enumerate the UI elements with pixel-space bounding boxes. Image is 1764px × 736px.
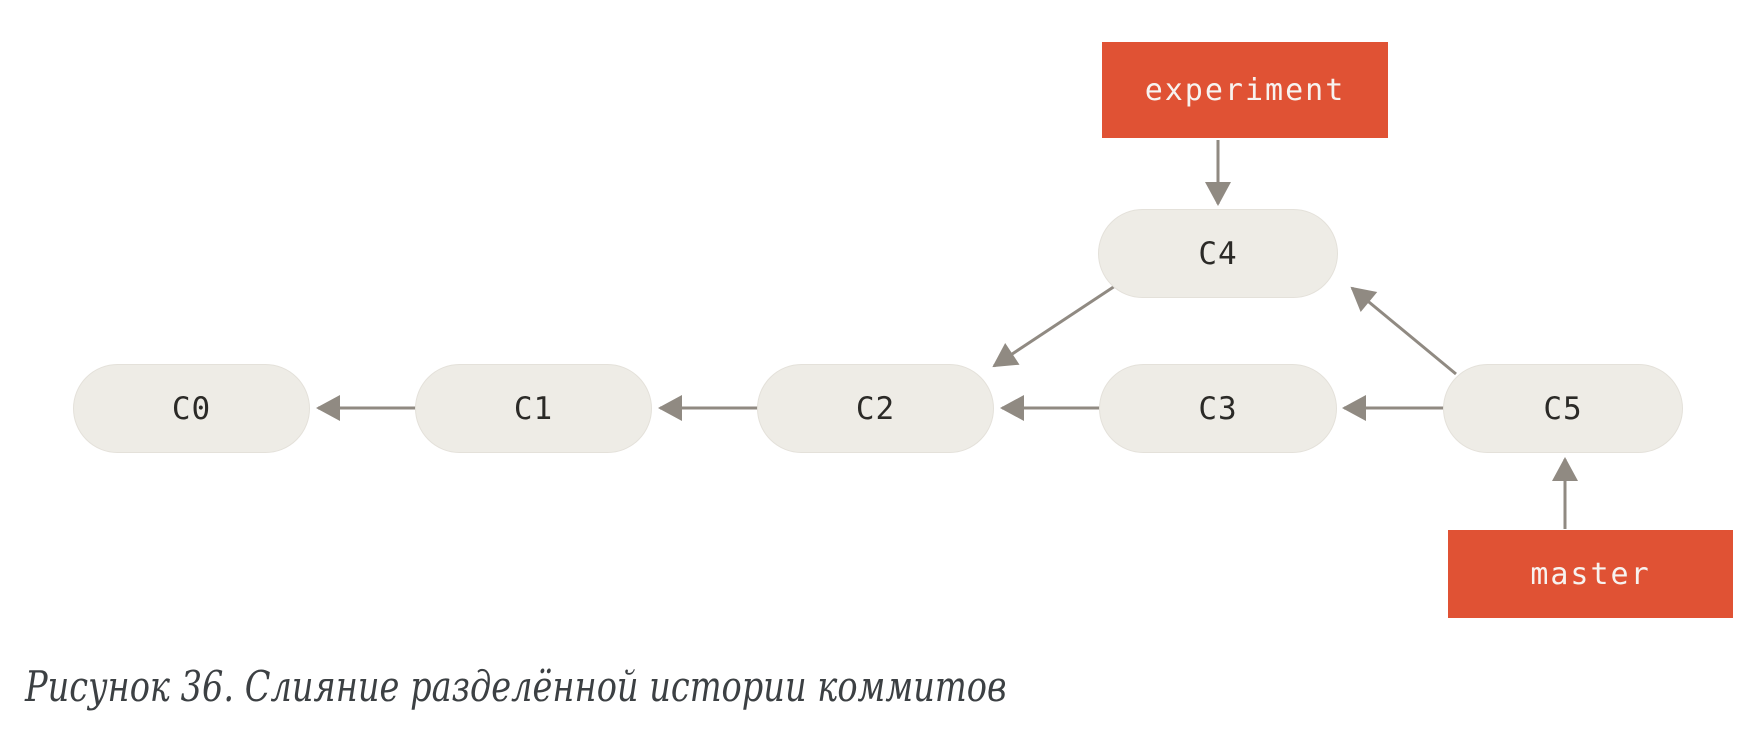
commit-node-c4: C4 <box>1098 209 1338 298</box>
commit-node-c5: C5 <box>1443 364 1683 453</box>
commit-node-c3: C3 <box>1099 364 1337 453</box>
commit-node-c0: C0 <box>73 364 310 453</box>
edge-c4-c2-arrow <box>992 282 1119 368</box>
figure-caption: Рисунок 36. Слияние разделённой истории … <box>25 662 1007 711</box>
edge-c5-c4-arrow <box>1350 286 1457 376</box>
commit-node-c1: C1 <box>415 364 652 453</box>
branch-label-experiment: experiment <box>1102 42 1388 138</box>
commit-node-c2: C2 <box>757 364 994 453</box>
branch-label-master: master <box>1448 530 1733 618</box>
